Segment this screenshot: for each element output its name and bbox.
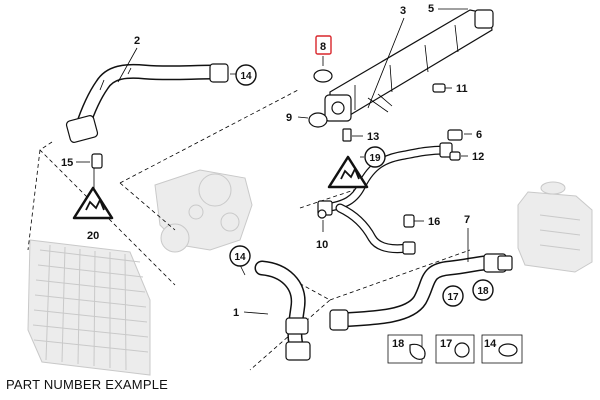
circled-callout-14-top[interactable]: 14 <box>235 64 257 86</box>
plug-12[interactable] <box>449 151 461 161</box>
callout-1[interactable]: 1 <box>233 307 239 319</box>
coolant-rail[interactable] <box>324 9 494 122</box>
clip-18-icon <box>409 343 426 360</box>
warning-triangle-icon <box>327 155 369 189</box>
radiator-ghost <box>27 239 151 376</box>
sensor-15[interactable] <box>91 153 103 169</box>
kit-label-18[interactable]: 18 <box>392 338 404 350</box>
circled-callout-14-bottom[interactable]: 14 <box>229 245 251 267</box>
part-callouts: 2 3 5 6 7 9 10 11 12 13 15 16 20 1 <box>61 3 484 319</box>
svg-text:14: 14 <box>240 71 252 82</box>
svg-text:17: 17 <box>447 292 459 303</box>
clip-kit-group <box>387 334 523 364</box>
sensor-13[interactable] <box>342 128 352 142</box>
clamp-17-icon <box>454 342 470 358</box>
o-ring-8[interactable] <box>313 69 333 83</box>
callout-3[interactable]: 3 <box>400 5 406 17</box>
circled-callout-19[interactable]: 19 <box>364 146 386 168</box>
callout-10[interactable]: 10 <box>316 239 328 251</box>
circled-callouts: 14 19 14 17 18 <box>229 64 494 307</box>
expansion-tank-hose[interactable] <box>329 253 513 331</box>
callout-2[interactable]: 2 <box>134 35 140 47</box>
callout-6[interactable]: 6 <box>476 129 482 141</box>
lower-radiator-hose[interactable] <box>254 260 311 361</box>
circled-callout-17[interactable]: 17 <box>442 285 464 307</box>
callout-15[interactable]: 15 <box>61 157 73 169</box>
screw-16[interactable] <box>403 214 415 228</box>
callout-5[interactable]: 5 <box>428 3 434 15</box>
caption-text: PART NUMBER EXAMPLE <box>6 377 169 392</box>
callout-8[interactable]: 8 <box>320 41 326 53</box>
screw-11[interactable] <box>432 83 446 93</box>
callout-11[interactable]: 11 <box>456 83 468 95</box>
svg-text:19: 19 <box>369 153 381 164</box>
assembly-outline-right <box>329 249 471 301</box>
highlight-box <box>315 35 332 55</box>
callout-9[interactable]: 9 <box>286 112 292 124</box>
kit-labels: 18 17 14 <box>392 338 497 350</box>
svg-text:18: 18 <box>477 286 489 297</box>
ring-10[interactable] <box>317 209 327 219</box>
clamp-14-icon <box>498 343 518 357</box>
assembly-outline-center <box>119 89 361 371</box>
upper-radiator-hose[interactable] <box>65 63 229 143</box>
callout-20[interactable]: 20 <box>87 230 99 242</box>
gasket-9[interactable] <box>308 112 328 128</box>
small-parts <box>91 69 463 228</box>
circled-callout-18[interactable]: 18 <box>472 279 494 301</box>
svg-text:14: 14 <box>234 252 246 263</box>
water-pump-ghost <box>154 169 253 253</box>
callout-16[interactable]: 16 <box>428 216 440 228</box>
kit-label-17[interactable]: 17 <box>440 338 452 350</box>
warning-triangle-icon <box>72 186 114 220</box>
plug-6[interactable] <box>447 129 463 141</box>
kit-label-14[interactable]: 14 <box>484 338 497 350</box>
callout-7[interactable]: 7 <box>464 214 470 226</box>
callout-12[interactable]: 12 <box>472 151 484 163</box>
assembly-outline-left <box>27 141 176 286</box>
expansion-tank-ghost <box>517 181 593 273</box>
callout-13[interactable]: 13 <box>367 131 379 143</box>
highlighted-callout-8[interactable]: 8 <box>315 35 332 55</box>
